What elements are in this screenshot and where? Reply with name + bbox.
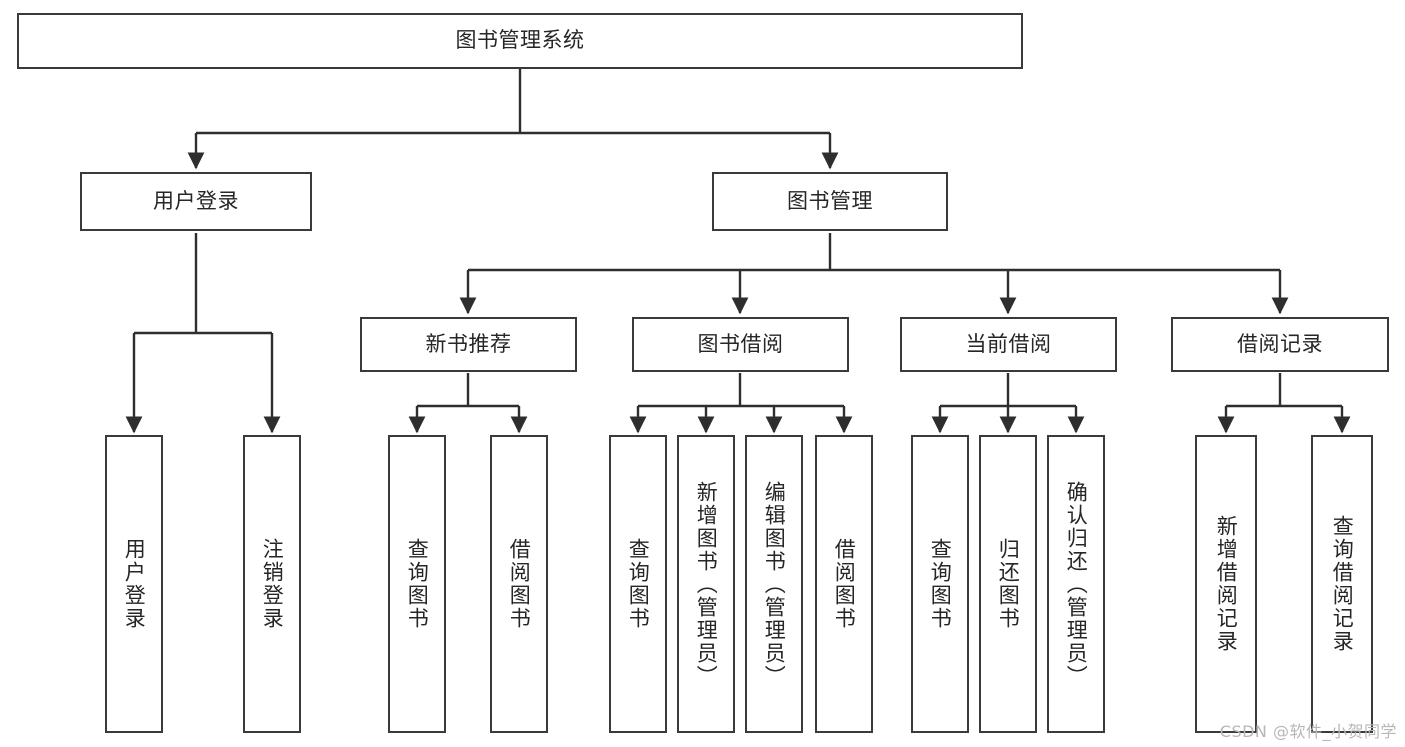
node-label: 新增借阅记录 xyxy=(1214,515,1239,653)
node-label: 确认归还（管理员） xyxy=(1064,480,1089,688)
node-label: 借阅记录 xyxy=(1237,331,1323,356)
node-label: 当前借阅 xyxy=(965,331,1052,356)
csdn-watermark: CSDN @软件_小贺同学 xyxy=(1219,722,1397,741)
node-book-borrow[interactable]: 图书借阅 xyxy=(632,317,849,372)
node-leaf-confirm-return[interactable]: 确认归还（管理员） xyxy=(1047,435,1105,733)
node-label: 借阅图书 xyxy=(507,538,532,630)
node-label: 查询借阅记录 xyxy=(1330,515,1355,653)
node-label: 查询图书 xyxy=(405,538,430,630)
node-label: 查询图书 xyxy=(928,538,953,630)
node-leaf-query-book-1[interactable]: 查询图书 xyxy=(388,435,446,733)
node-leaf-borrow-book-2[interactable]: 借阅图书 xyxy=(815,435,873,733)
node-leaf-add-borrow-record[interactable]: 新增借阅记录 xyxy=(1195,435,1257,733)
node-leaf-edit-book[interactable]: 编辑图书（管理员） xyxy=(745,435,803,733)
node-leaf-return-book[interactable]: 归还图书 xyxy=(979,435,1037,733)
node-label: 归还图书 xyxy=(996,538,1021,630)
node-leaf-user-login[interactable]: 用户登录 xyxy=(105,435,163,733)
node-label: 新书推荐 xyxy=(425,331,512,356)
node-label: 图书借阅 xyxy=(697,331,784,356)
node-label: 借阅图书 xyxy=(832,538,857,630)
node-label: 图书管理 xyxy=(787,188,873,213)
node-leaf-borrow-book-1[interactable]: 借阅图书 xyxy=(490,435,548,733)
node-label: 图书管理系统 xyxy=(455,28,585,53)
node-leaf-logout-login[interactable]: 注销登录 xyxy=(243,435,301,733)
node-borrow-record[interactable]: 借阅记录 xyxy=(1171,317,1389,372)
node-leaf-query-book-2[interactable]: 查询图书 xyxy=(609,435,667,733)
node-label: 编辑图书（管理员） xyxy=(762,480,787,688)
node-new-book-recommend[interactable]: 新书推荐 xyxy=(360,317,577,372)
node-leaf-add-book[interactable]: 新增图书（管理员） xyxy=(677,435,735,733)
node-root-book-management-system[interactable]: 图书管理系统 xyxy=(17,13,1023,69)
node-leaf-query-book-3[interactable]: 查询图书 xyxy=(911,435,969,733)
node-label: 用户登录 xyxy=(122,538,147,630)
node-label: 注销登录 xyxy=(260,538,285,630)
node-label: 查询图书 xyxy=(626,538,651,630)
node-label: 用户登录 xyxy=(153,188,239,213)
node-label: 新增图书（管理员） xyxy=(694,480,719,688)
node-current-borrow[interactable]: 当前借阅 xyxy=(900,317,1117,372)
node-user-login[interactable]: 用户登录 xyxy=(80,172,312,231)
node-leaf-query-borrow-record[interactable]: 查询借阅记录 xyxy=(1311,435,1373,733)
node-book-management[interactable]: 图书管理 xyxy=(712,172,948,231)
